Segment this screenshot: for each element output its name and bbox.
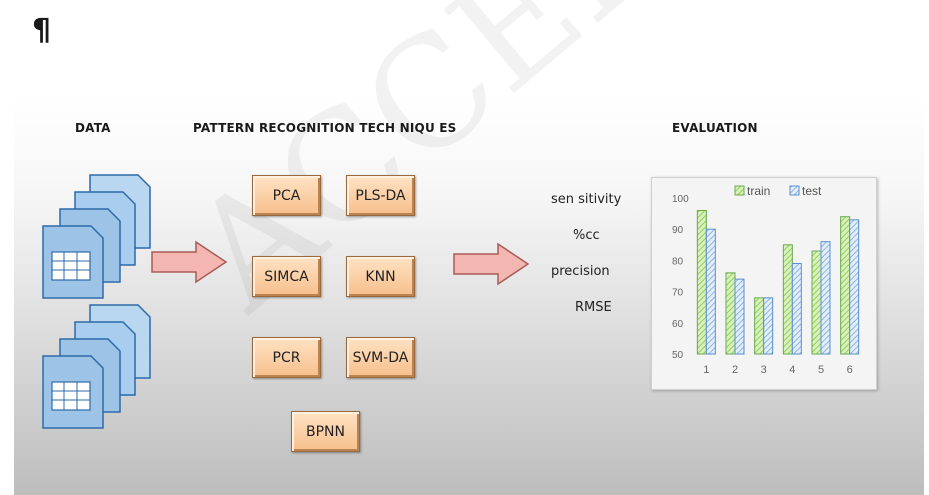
metric-precision: precision bbox=[551, 264, 610, 279]
legend-label-train: train bbox=[747, 184, 770, 198]
legend-label-test: test bbox=[802, 184, 822, 198]
x-tick-label: 6 bbox=[847, 364, 853, 376]
bar-chart: train test 100 90 80 70 60 50 1 2 3 4 5 6 bbox=[672, 184, 860, 376]
y-axis-ticks: 100 90 80 70 60 50 bbox=[672, 194, 689, 361]
technique-box-knn: KNN bbox=[346, 256, 415, 297]
document-icon bbox=[42, 304, 151, 429]
y-tick-label: 100 bbox=[672, 194, 689, 205]
metric-rmse: RMSE bbox=[575, 300, 612, 315]
legend-swatch-test bbox=[789, 185, 800, 196]
x-tick-label: 3 bbox=[761, 364, 767, 376]
metric-sensitivity: sen sitivity bbox=[551, 192, 622, 207]
bar-train-2 bbox=[725, 272, 736, 355]
x-tick-label: 1 bbox=[703, 364, 709, 376]
bar-train-3 bbox=[754, 297, 765, 355]
bar-test-5 bbox=[820, 241, 831, 355]
evaluation-chart: train test 100 90 80 70 60 50 1 2 3 4 5 6 bbox=[651, 177, 877, 390]
arrow-right-icon-1 bbox=[151, 240, 228, 284]
y-tick-label: 70 bbox=[672, 288, 684, 299]
y-tick-label: 60 bbox=[672, 319, 684, 330]
bar-test-2 bbox=[734, 278, 745, 355]
data-files-icon-top bbox=[42, 174, 151, 299]
technique-box-pls-da: PLS-DA bbox=[346, 175, 415, 216]
technique-box-bpnn: BPNN bbox=[291, 411, 360, 452]
metric-cc: %cc bbox=[573, 228, 600, 243]
data-files-icon-bottom bbox=[42, 304, 151, 429]
bar-train-1 bbox=[696, 209, 707, 355]
technique-box-pca: PCA bbox=[252, 175, 321, 216]
bar-test-4 bbox=[791, 263, 802, 355]
chart-legend: train test bbox=[734, 184, 822, 198]
bar-test-6 bbox=[849, 219, 860, 355]
y-tick-label: 90 bbox=[672, 225, 684, 236]
y-tick-label: 50 bbox=[672, 350, 684, 361]
arrow-right-icon-2 bbox=[453, 242, 530, 286]
technique-box-pcr: PCR bbox=[252, 337, 321, 378]
bar-test-1 bbox=[705, 228, 716, 355]
technique-box-svm-da: SVM-DA bbox=[346, 337, 415, 378]
heading-techniques: PATTERN RECOGNITION TECH NIQU ES bbox=[193, 121, 457, 135]
x-axis-ticks: 1 2 3 4 5 6 bbox=[703, 364, 852, 376]
bar-train-4 bbox=[782, 244, 793, 355]
heading-data: DATA bbox=[75, 121, 111, 135]
chart-bars bbox=[696, 209, 860, 355]
heading-evaluation: EVALUATION bbox=[672, 121, 758, 135]
x-tick-label: 2 bbox=[732, 364, 738, 376]
document-icon bbox=[42, 174, 151, 299]
y-tick-label: 80 bbox=[672, 256, 684, 267]
bar-train-5 bbox=[811, 250, 822, 355]
technique-box-simca: SIMCA bbox=[252, 256, 321, 297]
x-tick-label: 5 bbox=[818, 364, 824, 376]
legend-swatch-train bbox=[734, 185, 745, 196]
x-tick-label: 4 bbox=[789, 364, 795, 376]
pilcrow-mark: ¶ bbox=[32, 13, 52, 48]
bar-train-6 bbox=[840, 216, 851, 355]
bar-test-3 bbox=[763, 297, 774, 355]
